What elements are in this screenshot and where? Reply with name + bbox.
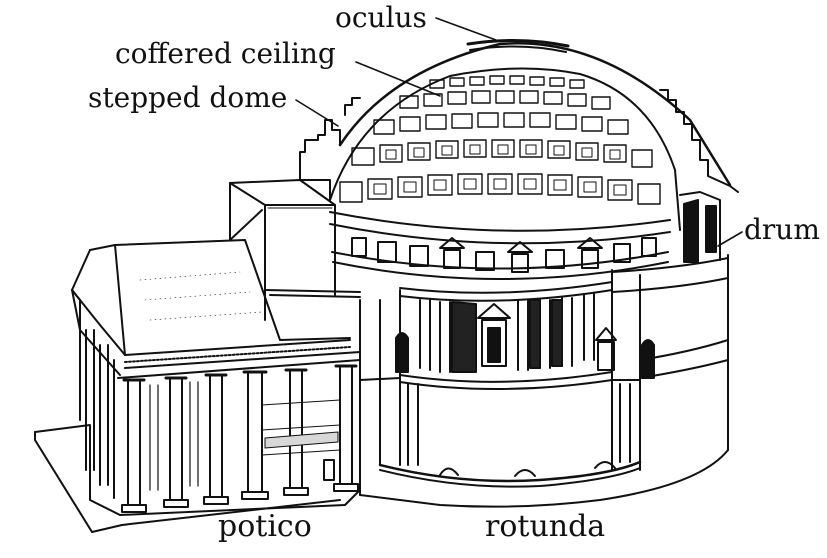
label-oculus: oculus bbox=[335, 1, 427, 34]
dome bbox=[299, 38, 739, 280]
label-rotunda: rotunda bbox=[485, 509, 606, 544]
interior-colonnade bbox=[399, 281, 617, 391]
label-drum: drum bbox=[744, 213, 820, 246]
leader-lines bbox=[295, 17, 743, 247]
leader-oculus bbox=[435, 17, 497, 41]
coffered-ceiling-grid bbox=[339, 75, 661, 205]
rotunda-body bbox=[359, 254, 729, 508]
leader-drum bbox=[717, 231, 743, 247]
stepped-dome-steps bbox=[299, 119, 341, 201]
label-coffered-ceiling: coffered ceiling bbox=[115, 37, 336, 70]
portico bbox=[71, 239, 361, 513]
label-stepped-dome: stepped dome bbox=[88, 81, 288, 114]
leader-coffered bbox=[355, 61, 441, 97]
leader-stepped bbox=[295, 99, 339, 127]
label-portico: potico bbox=[218, 509, 312, 544]
intermediate-block bbox=[229, 179, 361, 321]
